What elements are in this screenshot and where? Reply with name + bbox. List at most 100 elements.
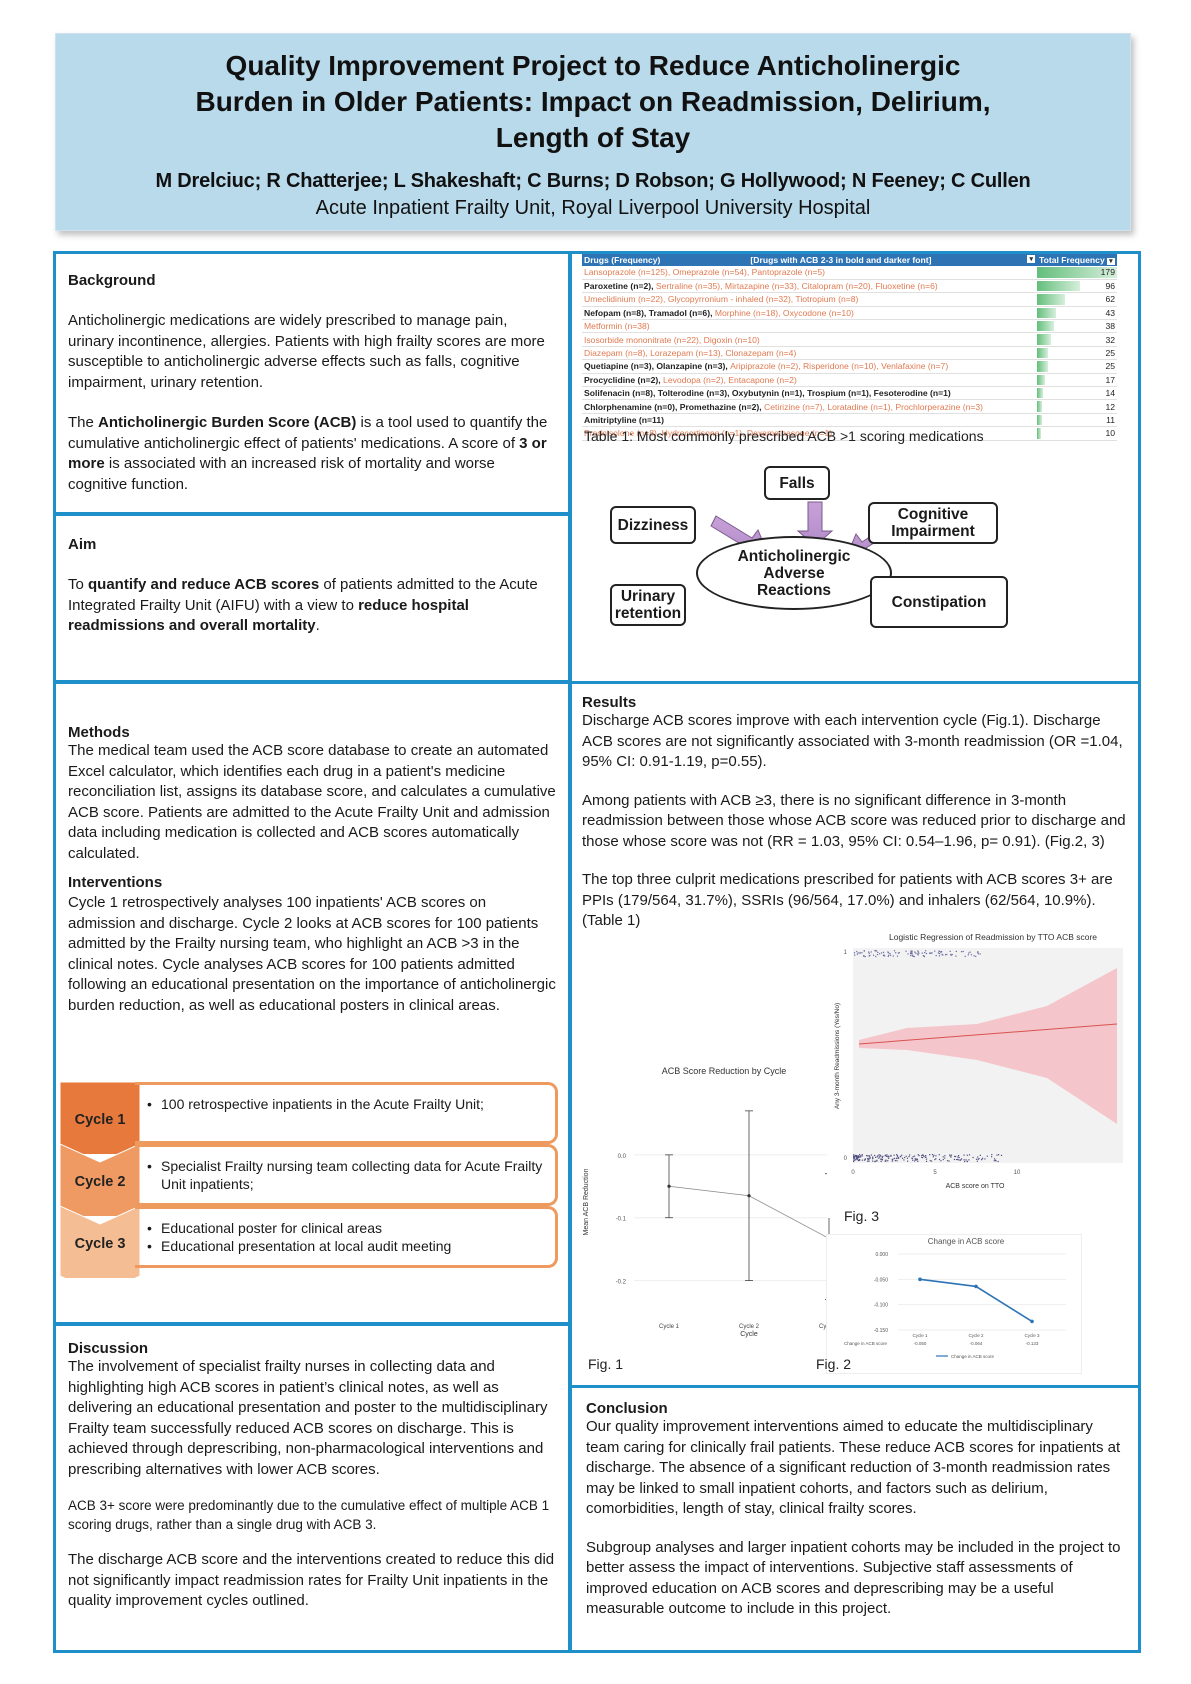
fig2-xtick: Cycle 3: [1024, 1333, 1040, 1338]
fig3-point: [940, 950, 942, 953]
results-panel: Results Discharge ACB scores improve wit…: [569, 681, 1141, 1395]
table-row: Lansoprazole (n=125), Omeprazole (n=54),…: [582, 266, 1117, 280]
frequency-databar: [1037, 334, 1052, 345]
fig3-point: [963, 1154, 965, 1156]
fig3-point: [991, 1156, 993, 1158]
fig3-point: [887, 1155, 889, 1158]
fig3-point: [911, 952, 913, 954]
table-header-row: Drugs (Frequency)[Drugs with ACB 2-3 in …: [582, 254, 1117, 266]
discussion-panel: Discussion The involvement of specialist…: [53, 1323, 571, 1653]
fig3-point: [880, 952, 883, 954]
fig3-point: [889, 952, 891, 955]
fig3-point: [881, 1158, 883, 1160]
fig3-point: [912, 955, 914, 958]
fig3-point: [890, 1154, 892, 1157]
table-cell-drugs: Metformin (n=38): [582, 319, 1037, 334]
fig3-point: [935, 954, 937, 957]
fig3-point: [917, 1160, 919, 1162]
results-paragraph-3: The top three culprit medications prescr…: [582, 871, 1113, 929]
fig3-point: [934, 950, 936, 952]
fig3-point: [923, 1155, 925, 1157]
frequency-databar: [1037, 267, 1117, 278]
fig3-point: [940, 951, 942, 953]
fig3-point: [878, 1154, 880, 1156]
fig3-point: [872, 1157, 874, 1159]
fig2-table-rowlabel: Change in ACB score: [844, 1341, 888, 1346]
cycle-description: Specialist Frailty nursing team collecti…: [135, 1144, 558, 1206]
fig3-point: [966, 1160, 968, 1162]
fig1-ylabel: Mean ACB Reduction: [583, 1168, 590, 1235]
drug-frequency-table: Drugs (Frequency)[Drugs with ACB 2-3 in …: [582, 254, 1117, 441]
fig3-point: [917, 1154, 919, 1156]
fig3-point: [888, 1157, 890, 1159]
fig3-point: [997, 1160, 999, 1163]
results-paragraph-1: Discharge ACB scores improve with each i…: [582, 712, 1123, 770]
fig3-point: [921, 952, 923, 954]
table-row: Procyclidine (n=2), Levodopa (n=2), Enta…: [582, 373, 1117, 388]
poster-header: Quality Improvement Project to Reduce An…: [55, 33, 1131, 231]
fig3-point: [911, 954, 913, 956]
frequency-databar: [1037, 321, 1054, 332]
fig3-point: [917, 950, 919, 952]
fig3-point: [853, 1154, 855, 1156]
methods-heading: Methods: [68, 724, 130, 741]
cycle-row: Cycle 1100 retrospective inpatients in t…: [60, 1082, 558, 1154]
cycle-item: Educational presentation at local audit …: [147, 1237, 545, 1255]
fig3-point: [907, 953, 909, 955]
fig3-point: [856, 1159, 858, 1161]
fig3-point: [959, 1159, 961, 1161]
fig3-point: [941, 953, 943, 956]
fig3-point: [853, 952, 856, 954]
fig3-point: [854, 1155, 856, 1157]
fig2-xtick: Cycle 2: [968, 1333, 984, 1338]
aim-text: To quantify and reduce ACB scores of pat…: [68, 576, 538, 634]
fig2-ytick: -0.150: [874, 1328, 888, 1334]
fig3-point: [977, 1156, 979, 1158]
fig3-point: [885, 1155, 888, 1157]
cycle-description: Educational poster for clinical areasEdu…: [135, 1206, 558, 1268]
figure-1-label: Fig. 1: [588, 1356, 624, 1372]
fig1-point: [667, 1184, 671, 1188]
fig3-point: [994, 1159, 997, 1161]
fig3-point: [898, 1157, 900, 1159]
fig3-point: [872, 1158, 874, 1160]
fig3-xtick: 5: [933, 1170, 937, 1176]
table-cell-frequency: 96: [1037, 279, 1117, 294]
fig3-point: [856, 950, 858, 953]
fig3-point: [868, 955, 870, 957]
fig3-point: [855, 1158, 857, 1160]
table-cell-frequency: 11: [1037, 413, 1117, 428]
fig2-table-value: -0.064: [970, 1341, 983, 1346]
results-heading: Results: [582, 694, 637, 711]
fig3-point: [929, 952, 931, 955]
fig3-point: [868, 1155, 870, 1157]
fig3-point: [880, 1155, 882, 1157]
background-panel: Background Anticholinergic medications a…: [53, 251, 571, 515]
table-cell-drugs: Paroxetine (n=2), Sertraline (n=35), Mir…: [582, 279, 1037, 294]
fig3-point: [898, 952, 900, 954]
fig3-point: [853, 1159, 856, 1161]
table-row: Prednisolone (n=8), Hydrocortisone (n=1)…: [582, 426, 1117, 441]
fig3-point: [864, 1158, 866, 1160]
fig3-point: [965, 1159, 967, 1161]
fig3-point: [958, 1159, 960, 1161]
fig3-point: [997, 1154, 1000, 1156]
discussion-heading: Discussion: [68, 1340, 149, 1357]
fig3-point: [913, 1155, 916, 1157]
fig3-point: [935, 1155, 937, 1157]
cycle-chevron: [60, 1144, 140, 1216]
fig3-point: [897, 1157, 899, 1159]
fig3-point: [858, 1156, 860, 1158]
cycle-item: 100 retrospective inpatients in the Acut…: [147, 1095, 545, 1113]
table-cell-drugs: Chlorphenamine (n=0), Promethazine (n=2)…: [582, 399, 1037, 414]
fig2-point: [1030, 1319, 1034, 1324]
fig2-point: [974, 1284, 978, 1289]
fig3-point: [949, 950, 951, 952]
table-row: Umeclidinium (n=22), Glycopyrronium - in…: [582, 292, 1117, 307]
fig3-point: [869, 1157, 871, 1159]
fig3-point: [878, 1157, 880, 1159]
fig1-point: [747, 1194, 751, 1198]
figure-3-label: Fig. 3: [844, 1208, 880, 1224]
fig3-point: [885, 1159, 887, 1161]
fig3-point: [863, 955, 865, 957]
